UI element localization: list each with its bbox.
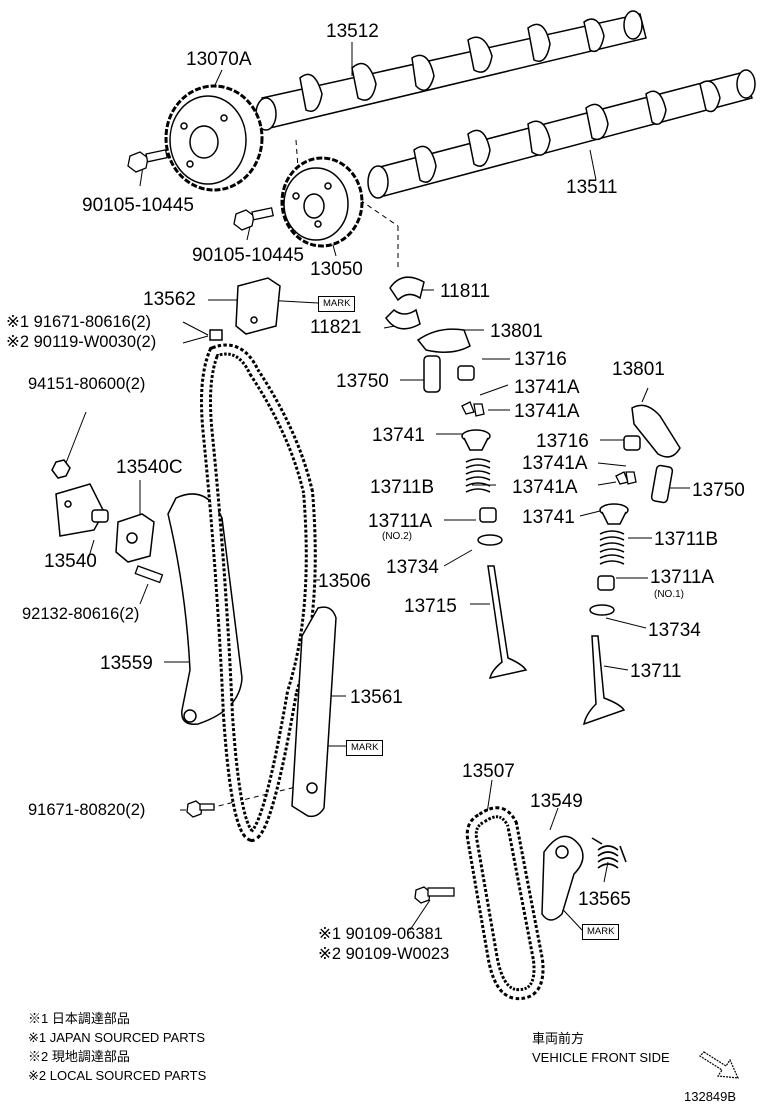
part-13070a: 13070A xyxy=(186,49,252,70)
part-13540c: 13540C xyxy=(116,457,183,478)
part-13512: 13512 xyxy=(326,21,379,42)
bearing-caps-11811-11821 xyxy=(385,276,425,330)
part-13734-b: 13734 xyxy=(648,620,701,641)
valves xyxy=(487,565,626,726)
retainers-13741 xyxy=(461,429,629,525)
bolts-90105 xyxy=(127,149,274,231)
figure-id: 132849B xyxy=(684,1089,737,1104)
part-94151-80600: 94151-80600(2) xyxy=(28,375,146,393)
chain-13507 xyxy=(465,806,545,1001)
tensioner-arm-13549 xyxy=(541,835,584,921)
spring-13565 xyxy=(591,837,627,869)
part-13711a-a: 13711A xyxy=(368,511,433,532)
part-13559: 13559 xyxy=(100,653,153,674)
direction-label-jp: 車両前方 xyxy=(532,1031,585,1046)
vvt-sprocket-13070a xyxy=(164,84,264,192)
part-13741a-b: 13741A xyxy=(514,401,580,422)
part-13711b-b: 13711B xyxy=(654,529,719,550)
part-13801-b: 13801 xyxy=(612,359,665,380)
legend-local-en: ※2 LOCAL SOURCED PARTS xyxy=(28,1068,207,1083)
part-13801-a: 13801 xyxy=(490,321,543,342)
bracket-13562 xyxy=(209,277,281,341)
front-direction-arrow-icon xyxy=(699,1051,739,1079)
part-13711: 13711 xyxy=(630,661,682,682)
bolt-90109 xyxy=(414,886,455,904)
part-13540: 13540 xyxy=(44,551,97,572)
part-13741a-d: 13741A xyxy=(512,477,578,498)
part-13715: 13715 xyxy=(404,596,457,617)
part-91671-80616: ※1 91671-80616(2) xyxy=(6,313,152,331)
part-13750-b: 13750 xyxy=(692,480,745,501)
sprocket-13050 xyxy=(280,156,364,248)
part-90105-10445-b: 90105-10445 xyxy=(192,245,304,266)
bolt-91671 xyxy=(186,800,215,818)
lash-adjusters-13750 xyxy=(423,355,674,504)
part-13562: 13562 xyxy=(143,289,196,310)
caps-13716 xyxy=(457,365,641,451)
chain-guide-13561 xyxy=(291,606,337,818)
part-13561: 13561 xyxy=(350,687,403,708)
legend-japan-jp: ※1 日本調達部品 xyxy=(28,1011,130,1026)
part-13507: 13507 xyxy=(462,761,515,782)
dashed-alignment-lines xyxy=(209,139,399,809)
part-13750-a: 13750 xyxy=(336,371,389,392)
part-13050: 13050 xyxy=(310,259,363,280)
keepers-13741a xyxy=(461,401,637,485)
label-no1: (NO.1) xyxy=(654,589,684,600)
part-13741a-c: 13741A xyxy=(522,453,588,474)
part-90109-06381: ※1 90109-06381 xyxy=(318,925,443,943)
part-13716-a: 13716 xyxy=(514,349,567,370)
seals-13711a xyxy=(479,507,615,591)
washers-13734 xyxy=(477,534,615,616)
legend-local-jp: ※2 現地調達部品 xyxy=(28,1049,130,1064)
timing-chain-13506 xyxy=(200,343,317,843)
part-13506: 13506 xyxy=(318,571,371,592)
part-13741-b: 13741 xyxy=(522,507,575,528)
part-13741-a: 13741 xyxy=(372,425,425,446)
part-90105-10445-a: 90105-10445 xyxy=(82,195,194,216)
part-13711a-b: 13711A xyxy=(650,567,715,588)
part-11811: 11811 xyxy=(440,281,491,302)
camshaft-13511 xyxy=(367,69,756,199)
tensioner-13540 xyxy=(51,459,155,563)
part-92132-80616: 92132-80616(2) xyxy=(22,605,140,623)
part-13716-b: 13716 xyxy=(536,431,589,452)
legend-japan-en: ※1 JAPAN SOURCED PARTS xyxy=(28,1030,206,1045)
springs-13711b xyxy=(465,458,625,565)
part-13734-a: 13734 xyxy=(386,557,439,578)
mark-box-arm: MARK xyxy=(582,924,620,940)
part-13549: 13549 xyxy=(530,791,583,812)
part-13511: 13511 xyxy=(566,177,618,198)
part-13565: 13565 xyxy=(578,889,631,910)
part-11821: 11821 xyxy=(310,317,362,338)
direction-label-en: VEHICLE FRONT SIDE xyxy=(532,1050,670,1065)
part-13741a-a: 13741A xyxy=(514,377,580,398)
part-13711b-a: 13711B xyxy=(370,477,435,498)
stud-92132 xyxy=(134,565,164,584)
part-90119-w0030: ※2 90119-W0030(2) xyxy=(6,333,157,351)
part-91671-80820: 91671-80820(2) xyxy=(28,801,146,819)
part-90109-w0023: ※2 90109-W0023 xyxy=(318,945,450,963)
rocker-arms-13801 xyxy=(416,328,681,458)
leader-lines xyxy=(63,42,690,931)
mark-box-bracket: MARK xyxy=(318,296,356,312)
mark-box-guide: MARK xyxy=(346,740,384,756)
label-no2: (NO.2) xyxy=(382,531,412,542)
